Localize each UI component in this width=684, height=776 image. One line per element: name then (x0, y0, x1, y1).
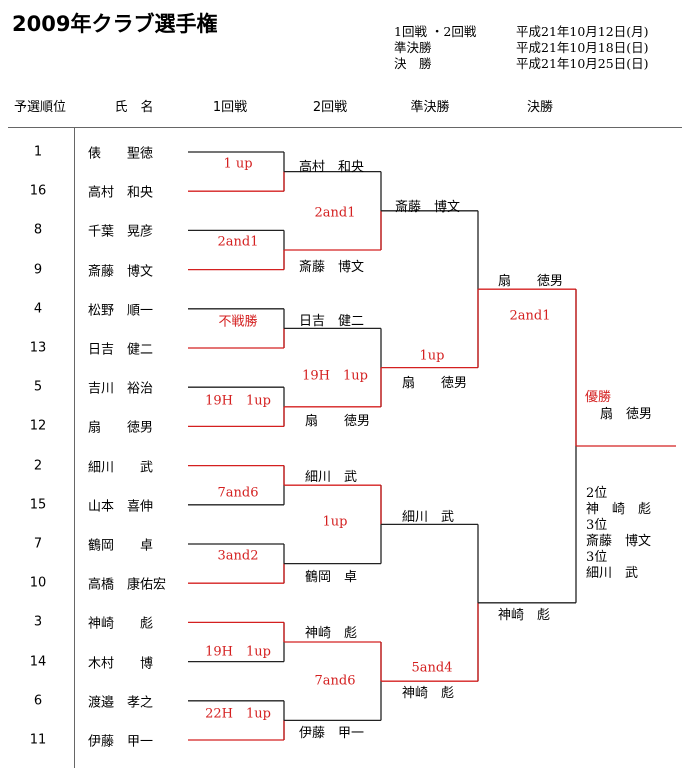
semi-winner: 扇 徳男 (498, 274, 564, 289)
round1-winner: 伊藤 甲一 (299, 726, 365, 741)
header-divider (8, 127, 682, 128)
seed-number: 11 (29, 732, 47, 748)
seed-number: 12 (29, 418, 47, 434)
round1-score: 不戦勝 (218, 314, 258, 330)
header-round2: 2回戦 (312, 100, 348, 115)
round2-score: 2and1 (314, 205, 356, 221)
final-score: 2and1 (509, 308, 551, 324)
result-rank: 2位 (586, 486, 608, 501)
player-name: 扇 徳男 (88, 420, 154, 436)
player-name: 高村 和央 (88, 185, 154, 201)
round1-score: 19H 1up (205, 644, 271, 660)
player-name: 山本 喜伸 (88, 499, 154, 515)
header-seed: 予選順位 (13, 100, 67, 115)
round2-winner: 斎藤 博文 (395, 200, 461, 215)
header-name: 氏 名 (114, 100, 154, 115)
round2-winner: 細川 武 (402, 510, 455, 525)
schedule-labels: 1回戦 ・2回戦 準決勝 決 勝 (394, 24, 476, 72)
result-name: 細川 武 (586, 566, 639, 581)
seed-number: 1 (33, 144, 43, 160)
result-rank: 3位 (586, 518, 608, 533)
player-name: 伊藤 甲一 (88, 734, 154, 750)
round1-score: 22H 1up (205, 706, 271, 722)
schedule-date: 平成21年10月25日(日) (516, 56, 649, 71)
player-name: 吉川 裕治 (88, 381, 154, 397)
round1-winner: 扇 徳男 (305, 414, 371, 429)
seed-number: 2 (33, 458, 43, 474)
round1-winner: 鶴岡 卓 (305, 570, 358, 585)
schedule-label: 1回戦 ・2回戦 (394, 24, 477, 39)
seed-number: 10 (29, 575, 47, 591)
result-name: 斎藤 博文 (586, 534, 652, 549)
player-name: 松野 順一 (88, 303, 154, 319)
champion-name: 扇 徳男 (600, 407, 653, 422)
seed-number: 15 (29, 497, 47, 513)
champion-label: 優勝 (585, 390, 612, 405)
seed-number: 14 (29, 654, 47, 670)
player-name: 俵 聖徳 (88, 146, 154, 162)
round2-winner: 神崎 彪 (402, 686, 455, 701)
seed-number: 13 (29, 340, 47, 356)
round1-winner: 日吉 健二 (299, 314, 365, 329)
player-name: 渡邉 孝之 (88, 695, 154, 711)
schedule-dates: 平成21年10月12日(月) 平成21年10月18日(日) 平成21年10月25… (516, 24, 648, 72)
schedule-label: 準決勝 (394, 40, 432, 55)
round1-winner: 斎藤 博文 (299, 260, 365, 275)
round1-winner: 神崎 彪 (305, 626, 358, 641)
player-name: 高橋 康佑宏 (88, 577, 167, 593)
player-name: 細川 武 (88, 460, 154, 476)
player-name: 神崎 彪 (88, 616, 154, 632)
round2-score: 7and6 (314, 673, 356, 689)
seed-number: 6 (33, 693, 43, 709)
result-rank: 3位 (586, 550, 608, 565)
player-name: 斎藤 博文 (88, 264, 154, 280)
round2-winner: 扇 徳男 (402, 376, 468, 391)
seed-number: 3 (33, 614, 43, 630)
round1-score: 3and2 (217, 548, 259, 564)
schedule-date: 平成21年10月12日(月) (516, 24, 649, 39)
seed-number: 7 (33, 536, 43, 552)
semi-winner: 神崎 彪 (498, 608, 551, 623)
round1-winner: 細川 武 (305, 470, 358, 485)
player-name: 鶴岡 卓 (88, 538, 154, 554)
player-name: 木村 博 (88, 656, 154, 672)
seed-number: 16 (29, 183, 47, 199)
player-name: 日吉 健二 (88, 342, 154, 358)
seed-column-divider (74, 128, 75, 768)
round1-score: 19H 1up (205, 393, 271, 409)
page-title: 2009年クラブ選手権 (12, 12, 218, 36)
seed-number: 4 (33, 301, 43, 317)
round1-score: 1 up (223, 156, 253, 172)
seed-number: 8 (33, 222, 43, 238)
header-semi: 準決勝 (410, 100, 450, 115)
round1-score: 2and1 (217, 234, 259, 250)
schedule-label: 決 勝 (394, 56, 432, 71)
round1-winner: 高村 和央 (299, 160, 365, 175)
result-name: 神 崎 彪 (586, 502, 652, 517)
seed-number: 9 (33, 262, 43, 278)
player-name: 千葉 晃彦 (88, 224, 154, 240)
round2-score: 1up (322, 514, 348, 530)
header-round1: 1回戦 (212, 100, 248, 115)
semi-score: 1up (419, 348, 445, 364)
seed-number: 5 (33, 379, 43, 395)
semi-score: 5and4 (411, 660, 453, 676)
placement-results: 2位 神 崎 彪 3位 斎藤 博文 3位 細川 武 (586, 486, 651, 582)
round1-score: 7and6 (217, 485, 259, 501)
header-final: 決勝 (526, 100, 554, 115)
schedule-date: 平成21年10月18日(日) (516, 40, 649, 55)
round2-score: 19H 1up (302, 368, 368, 384)
